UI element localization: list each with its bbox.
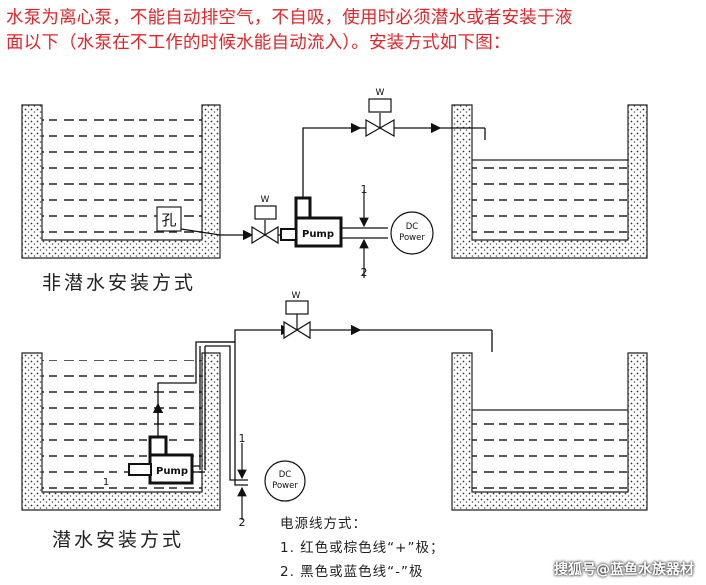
diagram2-pipes: [152, 324, 493, 486]
power-label-2-1: DC: [279, 470, 292, 480]
power-label-2-2: Power: [272, 481, 298, 491]
note-line-2: 面以下（水泵在不工作的时候水能自动流入）。安装方式如下图：: [6, 33, 511, 53]
diagram2-outlet-valve: W: [283, 291, 311, 340]
diagram2-pump: Pump 1: [103, 435, 205, 488]
note-line-1: 水泵为离心泵，不能自动排空气，不自吸，使用时必须潜水或者安装于液: [6, 8, 573, 28]
installation-note: 水泵为离心泵，不能自动排空气，不自吸，使用时必须潜水或者安装于液 面以下（水泵在…: [6, 6, 700, 56]
diagram2-target-tank: [451, 352, 648, 511]
wire2-label: 2: [361, 266, 368, 279]
diagram1-power: DC Power 1 2: [341, 183, 434, 279]
hole-label: 孔: [161, 211, 176, 229]
diagram1-outlet-valve: W: [365, 88, 395, 138]
diagram2-power: DC Power 1 2: [237, 432, 306, 529]
diagram1-target-tank: [451, 104, 648, 259]
power-label-2: Power: [399, 233, 425, 243]
valve-label-left: W: [261, 195, 270, 205]
wiring-line-2: 2. 黑色或蓝色线“-”极: [280, 564, 424, 580]
pump-label: Pump: [302, 229, 334, 240]
diagram1-source-tank: [21, 104, 221, 259]
wiring-instructions: 电源线方式： 1. 红色或棕色线“+”极； 2. 黑色或蓝色线“-”极: [280, 512, 444, 584]
wire1-label: 1: [361, 183, 368, 196]
diagram1-pump: Pump: [280, 196, 343, 248]
wire1-label-2: 1: [239, 432, 246, 445]
diagram2-caption: 潜水安装方式: [52, 529, 185, 551]
watermark: 搜狐号@蓝鱼水族器材: [554, 562, 694, 578]
diagram1-inlet-valve: W: [251, 195, 279, 245]
diagram1-hole-box: 孔: [156, 206, 182, 232]
wire2-label-2: 2: [239, 516, 246, 529]
diagram2-source-tank: [21, 352, 221, 511]
valve-label-top: W: [376, 88, 385, 98]
pump-label-2: Pump: [156, 466, 188, 477]
inlet-label: 1: [103, 477, 109, 488]
wiring-title: 电源线方式：: [280, 516, 367, 532]
diagram1-caption: 非潜水安装方式: [42, 272, 197, 294]
wiring-line-1: 1. 红色或棕色线“+”极；: [280, 540, 445, 556]
power-label-1: DC: [406, 222, 419, 232]
valve-label-top-2: W: [292, 291, 301, 301]
